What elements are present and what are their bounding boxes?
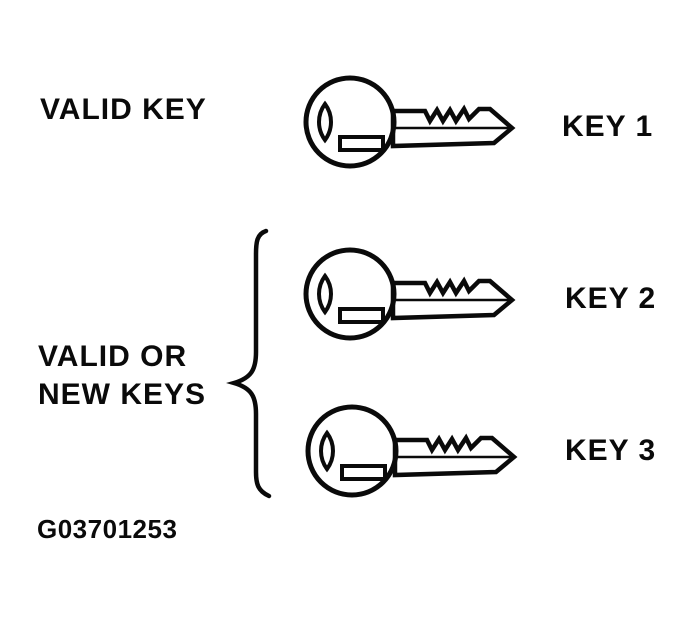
group-label-line-2: NEW KEYS (38, 378, 207, 411)
group-valid-or-new-keys-label: VALID OR NEW KEYS (38, 338, 206, 414)
group-valid-key-label: VALID KEY (40, 93, 207, 126)
key-2-label: KEY 2 (565, 282, 657, 315)
group-label-line-1: VALID OR (38, 340, 188, 373)
key-3-label: KEY 3 (565, 434, 657, 467)
key-3-icon (304, 402, 520, 502)
key-2-icon (302, 245, 518, 345)
figure-code: G03701253 (37, 514, 178, 544)
key-1-label: KEY 1 (562, 110, 654, 143)
